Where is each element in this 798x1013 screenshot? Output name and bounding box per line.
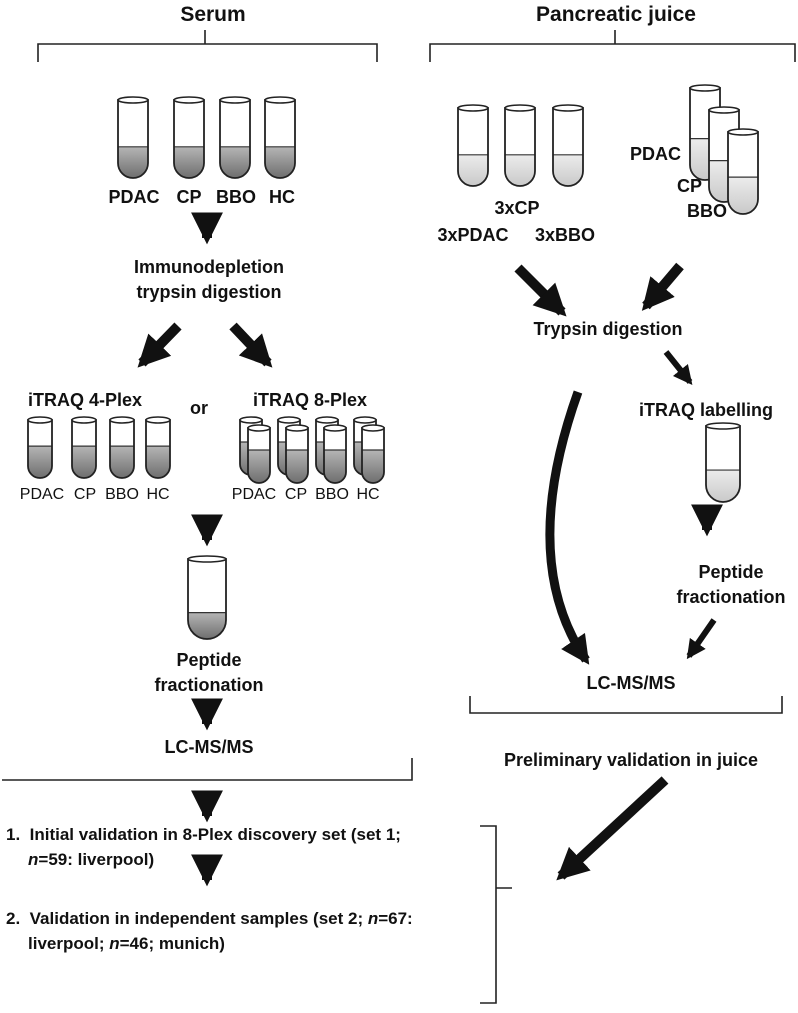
item1-number: 1.	[6, 825, 21, 844]
test-tube-icon	[457, 104, 489, 187]
curved-arrow	[545, 390, 590, 665]
test-tube-icon	[145, 416, 171, 479]
serum-bracket	[37, 30, 378, 62]
serum-title: Serum	[180, 3, 246, 26]
juice-digestion-label: Trypsin digestion	[533, 319, 683, 339]
test-tube-icon	[264, 96, 296, 179]
item1-n: n	[28, 850, 39, 869]
test-tube-icon	[219, 96, 251, 179]
serum-fractionation-label: fractionation	[154, 675, 264, 695]
item2-line1-post: =67:	[378, 909, 413, 928]
item1-line1: Initial validation in 8-Plex discovery s…	[29, 825, 401, 844]
tube-label-cp: CP	[176, 187, 202, 207]
pooled-label-bbo: BBO	[687, 201, 727, 221]
plex8-label-bbo: BBO	[315, 486, 349, 503]
validation-item-2: 2. Validation in independent samples (se…	[6, 906, 413, 956]
plex4-label-cp: CP	[73, 486, 97, 503]
itraq-4plex-label: iTRAQ 4-Plex	[27, 390, 143, 410]
test-tube-icon	[705, 422, 741, 503]
pooled-label-pdac: PDAC	[630, 144, 682, 164]
serum-lcms-bracket	[2, 758, 413, 781]
serum-sample-tubes	[117, 96, 296, 179]
item2-n2: n	[109, 934, 120, 953]
tube-label-hc: HC	[269, 187, 295, 207]
juice-lcms-bracket	[469, 696, 783, 714]
plex8-label-hc: HC	[356, 486, 380, 503]
itraq-8plex-label: iTRAQ 8-Plex	[252, 390, 368, 410]
juice-peptide-label: Peptide	[698, 562, 764, 582]
validation-bracket	[480, 825, 512, 1004]
serum-pooled-tube	[187, 555, 227, 640]
juice-label-3xbbo: 3xBBO	[534, 225, 596, 245]
juice-fractionation-label: fractionation	[676, 587, 786, 607]
juice-label-3xcp: 3xCP	[494, 198, 540, 218]
juice-lcms-label: LC-MS/MS	[586, 673, 676, 693]
juice-label-3xpdac: 3xPDAC	[437, 225, 509, 245]
item1-line2: =59: liverpool)	[38, 850, 155, 869]
down-arrows	[190, 212, 724, 887]
test-tube-icon	[727, 128, 759, 215]
pooled-label-cp: CP	[677, 176, 703, 196]
serum-lcms-label: LC-MS/MS	[164, 737, 254, 757]
test-tube-icon	[247, 424, 271, 484]
test-tube-icon	[285, 424, 309, 484]
item2-line2-pre: liverpool;	[28, 934, 110, 953]
test-tube-icon	[323, 424, 347, 484]
test-tube-icon	[27, 416, 53, 479]
tube-label-bbo: BBO	[216, 187, 256, 207]
diagonal-arrows	[137, 262, 684, 881]
itraq-8plex-tubes	[239, 416, 385, 484]
test-tube-icon	[173, 96, 205, 179]
juice-labelled-tube	[705, 422, 741, 503]
itraq-4plex-tubes	[27, 416, 171, 479]
item2-line1-pre: Validation in independent samples (set 2…	[29, 909, 368, 928]
item2-n1: n	[367, 909, 379, 928]
test-tube-icon	[361, 424, 385, 484]
test-tube-icon	[552, 104, 584, 187]
plex4-label-hc: HC	[146, 486, 170, 503]
juice-group-tubes	[457, 104, 584, 187]
test-tube-icon	[117, 96, 149, 179]
juice-bracket	[429, 30, 796, 62]
test-tube-icon	[109, 416, 135, 479]
plex4-label-pdac: PDAC	[19, 486, 65, 503]
plex8-label-cp: CP	[284, 486, 308, 503]
juice-title: Pancreatic juice	[536, 3, 696, 26]
step-immunodepletion: Immunodepletion	[134, 257, 284, 277]
validation-item-1: 1. Initial validation in 8-Plex discover…	[6, 822, 401, 872]
serum-peptide-label: Peptide	[176, 650, 242, 670]
juice-pooled-tubes	[689, 84, 759, 215]
test-tube-icon	[71, 416, 97, 479]
item2-number: 2.	[6, 909, 21, 928]
juice-prelim-label: Preliminary validation in juice	[503, 750, 759, 770]
step-trypsin-digestion: trypsin digestion	[136, 282, 282, 302]
item2-line2-post: =46; munich)	[119, 934, 225, 953]
tube-label-pdac: PDAC	[108, 187, 160, 207]
test-tube-icon	[504, 104, 536, 187]
juice-labelling-label: iTRAQ labelling	[638, 400, 774, 420]
test-tube-icon	[187, 555, 227, 640]
or-label: or	[190, 398, 208, 418]
thin-arrows	[663, 350, 717, 660]
plex8-label-pdac: PDAC	[231, 486, 277, 503]
plex4-label-bbo: BBO	[105, 486, 139, 503]
